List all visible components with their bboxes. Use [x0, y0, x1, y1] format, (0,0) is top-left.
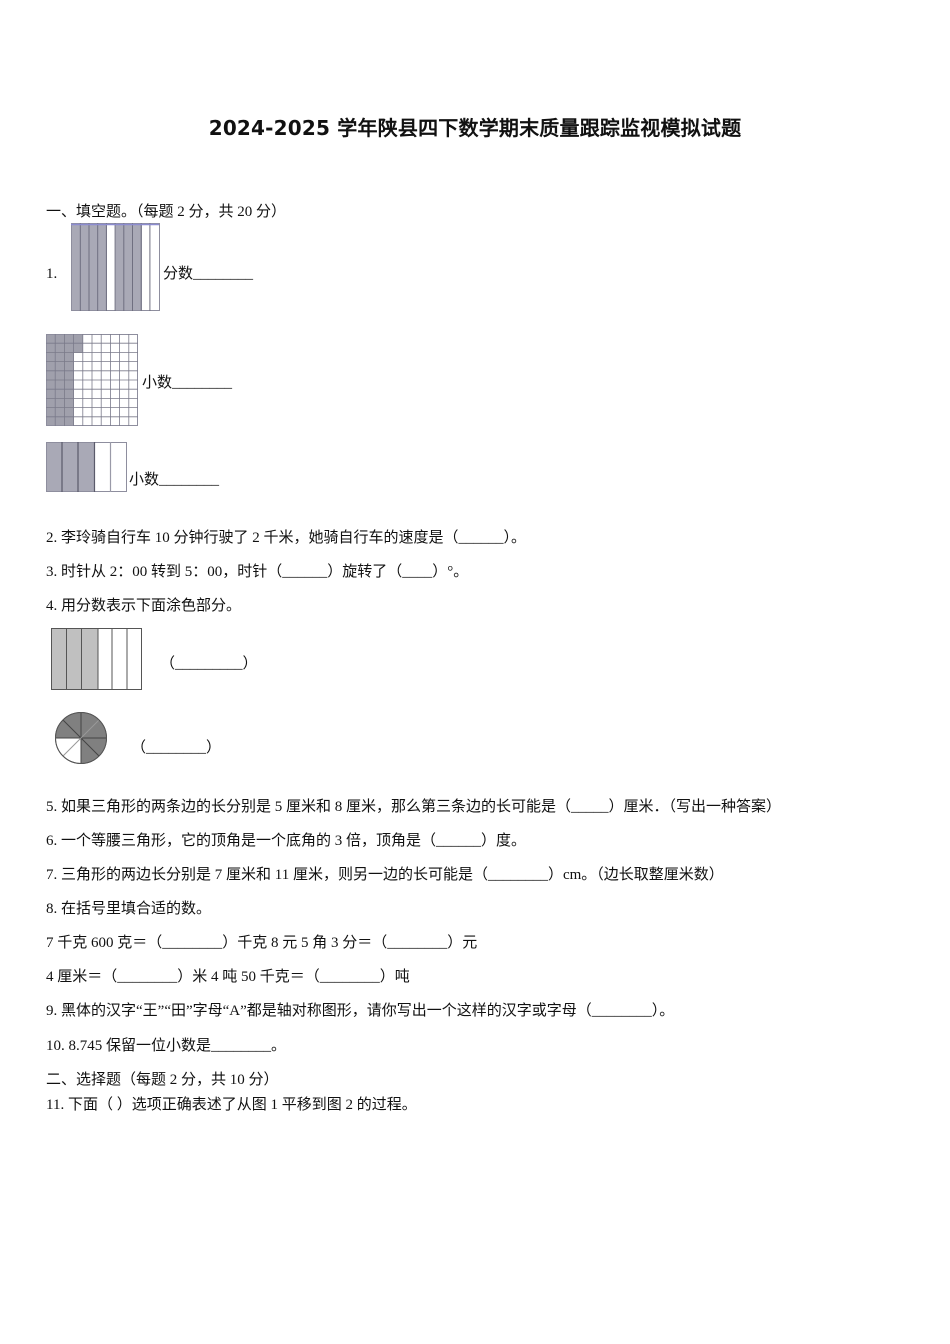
- q1-figure-fraction-bar: [71, 223, 160, 311]
- q3: 3. 时针从 2：00 转到 5：00，时针（______）旋转了（____）°…: [46, 562, 468, 582]
- exam-title: 2024-2025 学年陕县四下数学期末质量跟踪监视模拟试题: [208, 116, 742, 140]
- q4-part2-answer: （________）: [131, 740, 222, 756]
- q4-number: 4.: [46, 598, 58, 614]
- q5-number: 5.: [46, 799, 58, 815]
- q4-text: 用分数表示下面涂色部分。: [61, 598, 242, 614]
- q8-text: 在括号里填合适的数。: [61, 901, 212, 917]
- q8-number: 8.: [46, 901, 58, 917]
- q1-figure-hundred-grid: [46, 334, 138, 426]
- q10-number: 10.: [46, 1038, 65, 1054]
- q10-text: 8.745 保留一位小数是________。: [68, 1038, 287, 1054]
- q1-number: 1.: [46, 266, 58, 282]
- q6-text: 一个等腰三角形，它的顶角是一个底角的 3 倍，顶角是（______）度。: [61, 833, 527, 849]
- q3-number: 3.: [46, 564, 58, 580]
- q8-line-1: 7 千克 600 克＝（________）千克 8 元 5 角 3 分＝（___…: [46, 935, 478, 951]
- section-2-heading: 二、选择题（每题 2 分，共 10 分）: [46, 1072, 279, 1088]
- q1-part3-answer: 小数________: [129, 472, 220, 488]
- q1-part1-answer: 分数________: [163, 266, 254, 282]
- q8-line-2: 4 厘米＝（________）米 4 吨 50 千克＝（________）吨: [46, 969, 410, 985]
- section-1-heading: 一、填空题。（每题 2 分，共 20 分）: [46, 204, 287, 220]
- q1-figure-five-bar: [46, 442, 127, 492]
- q11: 11. 下面（ ）选项正确表述了从图 1 平移到图 2 的过程。: [46, 1095, 417, 1115]
- q6: 6. 一个等腰三角形，它的顶角是一个底角的 3 倍，顶角是（______）度。: [46, 831, 526, 851]
- q1-part2-answer: 小数________: [142, 375, 233, 391]
- q7-number: 7.: [46, 867, 58, 883]
- q9-text: 黑体的汉字“王”“田”字母“A”都是轴对称图形，请你写出一个这样的汉字或字母（_…: [61, 1003, 675, 1019]
- q2-number: 2.: [46, 530, 58, 546]
- q6-number: 6.: [46, 833, 58, 849]
- q5-text: 如果三角形的两条边的长分别是 5 厘米和 8 厘米，那么第三条边的长可能是（__…: [61, 799, 782, 815]
- q2-text: 李玲骑自行车 10 分钟行驶了 2 千米，她骑自行车的速度是（______）。: [61, 530, 527, 546]
- q10: 10. 8.745 保留一位小数是________。: [46, 1036, 286, 1056]
- q9: 9. 黑体的汉字“王”“田”字母“A”都是轴对称图形，请你写出一个这样的汉字或字…: [46, 1001, 674, 1021]
- q11-text: 下面（ ）选项正确表述了从图 1 平移到图 2 的过程。: [67, 1097, 417, 1113]
- q7: 7. 三角形的两边长分别是 7 厘米和 11 厘米，则另一边的长可能是（____…: [46, 865, 724, 885]
- q4-figure-rectangle: [51, 628, 142, 690]
- q11-number: 11.: [46, 1097, 65, 1113]
- q7-text: 三角形的两边长分别是 7 厘米和 11 厘米，则另一边的长可能是（_______…: [61, 867, 724, 883]
- q8: 8. 在括号里填合适的数。: [46, 899, 211, 919]
- q9-number: 9.: [46, 1003, 58, 1019]
- q4-figure-pie: [55, 712, 107, 764]
- q4: 4. 用分数表示下面涂色部分。: [46, 596, 241, 616]
- q2: 2. 李玲骑自行车 10 分钟行驶了 2 千米，她骑自行车的速度是（______…: [46, 528, 526, 548]
- q4-part1-answer: （_________）: [160, 656, 258, 672]
- q3-text: 时针从 2：00 转到 5：00，时针（______）旋转了（____）°。: [61, 564, 469, 580]
- q5: 5. 如果三角形的两条边的长分别是 5 厘米和 8 厘米，那么第三条边的长可能是…: [46, 797, 781, 817]
